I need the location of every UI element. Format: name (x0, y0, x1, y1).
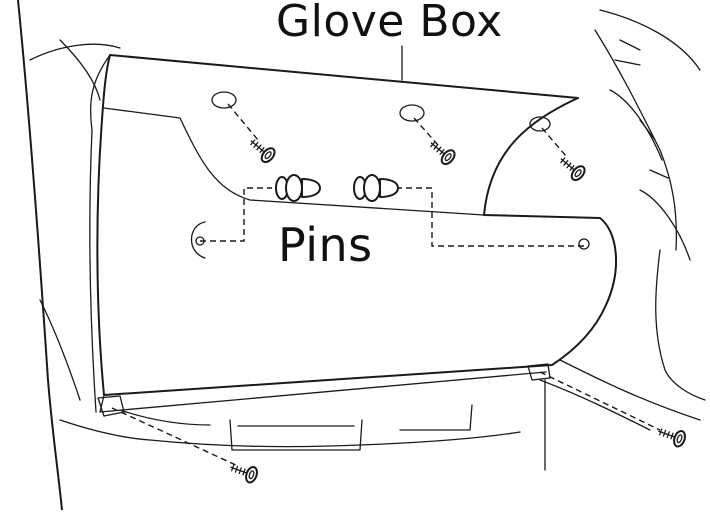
lower-dash-structure (119, 404, 521, 451)
dashboard-right-structure (539, 9, 706, 431)
screw-5 (658, 428, 686, 448)
screw-2 (430, 141, 456, 166)
fastener-guide-lines (111, 103, 661, 467)
screw-3 (560, 157, 586, 182)
pins-label: Pins (278, 218, 373, 272)
glove-box-body (89, 54, 617, 417)
glove-box-label: Glove Box (276, 0, 503, 47)
pin-2 (353, 174, 399, 202)
screw-4 (230, 464, 258, 484)
pin-1 (275, 174, 321, 202)
screw-1 (250, 139, 276, 164)
dashboard-left-structure (17, 0, 151, 511)
